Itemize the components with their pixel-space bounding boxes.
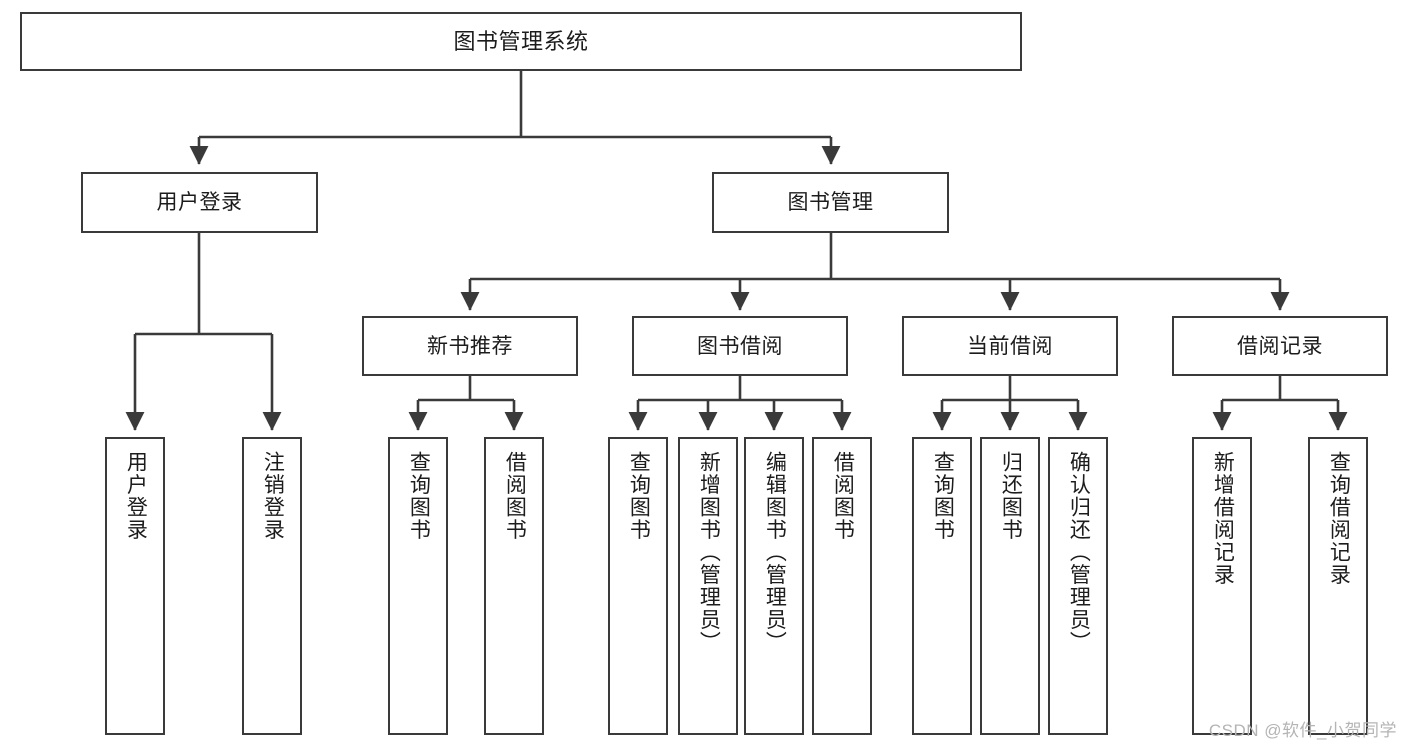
node-leaf-return-book[interactable]: 归还图书 <box>980 437 1040 735</box>
node-label: 新增借阅记录 <box>1211 451 1235 586</box>
node-current-borrow[interactable]: 当前借阅 <box>902 316 1118 376</box>
node-new-book-recommend[interactable]: 新书推荐 <box>362 316 578 376</box>
node-leaf-user-login[interactable]: 用户登录 <box>105 437 165 735</box>
node-leaf-query-borrow-record[interactable]: 查询借阅记录 <box>1308 437 1368 735</box>
node-label: 用户登录 <box>124 451 148 541</box>
node-book-management-system[interactable]: 图书管理系统 <box>20 12 1022 71</box>
node-label: 图书借阅 <box>697 334 783 358</box>
node-label: 图书管理 <box>787 191 874 214</box>
watermark-text: CSDN @软件_小贺同学 <box>1208 721 1397 740</box>
node-label: 确认归还（管理员） <box>1067 451 1091 654</box>
node-leaf-add-book[interactable]: 新增图书（管理员） <box>678 437 738 735</box>
node-label: 查询借阅记录 <box>1327 451 1351 586</box>
node-leaf-borrow-book-recommend[interactable]: 借阅图书 <box>484 437 544 735</box>
node-label: 当前借阅 <box>967 334 1053 358</box>
node-label: 查询图书 <box>931 451 955 541</box>
node-label: 图书管理系统 <box>453 28 589 54</box>
node-label: 新增图书（管理员） <box>697 451 721 654</box>
node-label: 查询图书 <box>627 451 651 541</box>
node-borrow-record[interactable]: 借阅记录 <box>1172 316 1388 376</box>
node-leaf-add-borrow-record[interactable]: 新增借阅记录 <box>1192 437 1252 735</box>
node-book-management[interactable]: 图书管理 <box>712 172 949 233</box>
node-leaf-query-book-current[interactable]: 查询图书 <box>912 437 972 735</box>
node-leaf-edit-book[interactable]: 编辑图书（管理员） <box>744 437 804 735</box>
node-leaf-query-book-recommend[interactable]: 查询图书 <box>388 437 448 735</box>
node-label: 查询图书 <box>407 451 431 541</box>
node-book-borrow[interactable]: 图书借阅 <box>632 316 848 376</box>
node-leaf-confirm-return[interactable]: 确认归还（管理员） <box>1048 437 1108 735</box>
node-label: 注销登录 <box>261 451 285 541</box>
node-user-login[interactable]: 用户登录 <box>81 172 318 233</box>
node-label: 编辑图书（管理员） <box>763 451 787 654</box>
node-label: 借阅记录 <box>1237 334 1323 358</box>
node-leaf-logout-login[interactable]: 注销登录 <box>242 437 302 735</box>
node-label: 用户登录 <box>156 191 243 214</box>
node-label: 借阅图书 <box>503 451 527 541</box>
node-leaf-borrow-book[interactable]: 借阅图书 <box>812 437 872 735</box>
node-leaf-query-book-borrow[interactable]: 查询图书 <box>608 437 668 735</box>
node-label: 新书推荐 <box>427 334 513 358</box>
node-label: 归还图书 <box>999 451 1023 541</box>
node-label: 借阅图书 <box>831 451 855 541</box>
